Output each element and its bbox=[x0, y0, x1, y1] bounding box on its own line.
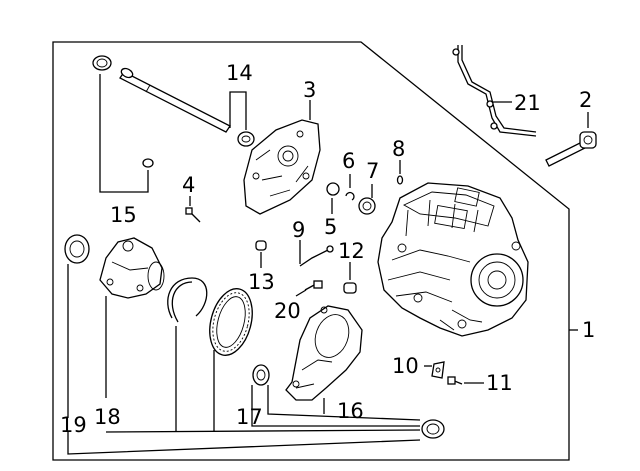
callout-6: 6 bbox=[342, 149, 355, 173]
seal-part-8 bbox=[396, 175, 404, 185]
washer-part-7 bbox=[358, 197, 376, 215]
callout-13: 13 bbox=[248, 270, 275, 294]
o-ring-part-15 bbox=[142, 158, 154, 168]
leader-20 bbox=[295, 289, 307, 297]
callout-15: 15 bbox=[110, 203, 137, 227]
seal-top bbox=[92, 55, 112, 71]
transmission-housing bbox=[377, 182, 529, 337]
callout-19: 19 bbox=[60, 413, 87, 437]
callout-7: 7 bbox=[366, 159, 379, 183]
assembly-frame bbox=[52, 41, 570, 461]
callout-11: 11 bbox=[486, 371, 513, 395]
transmission-cover bbox=[243, 119, 321, 215]
callout-10: 10 bbox=[392, 354, 419, 378]
snap-ring bbox=[167, 277, 208, 323]
clip-part-6 bbox=[345, 191, 355, 201]
bracket-part-10 bbox=[431, 361, 445, 379]
shaft-part-2 bbox=[545, 131, 597, 167]
plug-part-12 bbox=[343, 282, 357, 294]
callout-14: 14 bbox=[226, 61, 253, 85]
gear-ring bbox=[209, 288, 253, 356]
callout-18: 18 bbox=[94, 405, 121, 429]
sensor-part-20 bbox=[304, 280, 323, 291]
callout-4: 4 bbox=[182, 173, 195, 197]
callout-2: 2 bbox=[579, 88, 592, 112]
seal-bottom bbox=[421, 419, 445, 439]
leader-15 bbox=[99, 74, 149, 193]
bolt-part-4 bbox=[185, 207, 201, 223]
leader-lines-bottom bbox=[67, 264, 421, 455]
callout-17: 17 bbox=[236, 405, 263, 429]
bolt-part-11 bbox=[447, 376, 463, 385]
callout-3: 3 bbox=[303, 78, 316, 102]
seal-part-17 bbox=[252, 364, 270, 386]
callout-8: 8 bbox=[392, 137, 405, 161]
differential-case bbox=[99, 237, 165, 299]
plug-part-13 bbox=[255, 240, 267, 251]
ring-part-5 bbox=[326, 182, 340, 196]
callout-20: 20 bbox=[274, 299, 301, 323]
sensor-part-9 bbox=[299, 245, 334, 267]
seal-part-14 bbox=[237, 131, 255, 147]
leader-14 bbox=[229, 91, 247, 130]
callout-21: 21 bbox=[514, 91, 541, 115]
callout-16: 16 bbox=[337, 399, 364, 423]
callout-5: 5 bbox=[324, 215, 337, 239]
callout-1: 1 bbox=[582, 318, 595, 342]
callout-9: 9 bbox=[292, 218, 305, 242]
seal-part-19 bbox=[64, 234, 90, 264]
callout-12: 12 bbox=[338, 239, 365, 263]
shift-cable bbox=[452, 45, 537, 137]
axle-tube bbox=[119, 67, 231, 133]
housing-part-16 bbox=[285, 305, 363, 401]
